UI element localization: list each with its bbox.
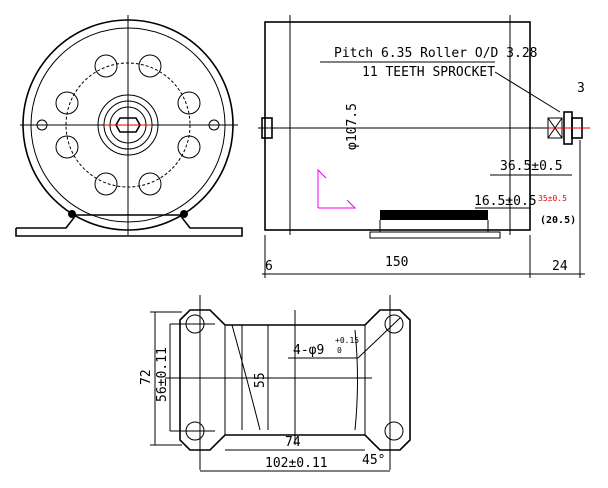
- dim-55: 55: [253, 372, 268, 388]
- angle-45: 45°: [362, 453, 385, 468]
- dim-20-5: (20.5): [540, 215, 576, 226]
- sprocket-teeth: 11 TEETH SPROCKET: [362, 65, 495, 80]
- dim-150: 150: [385, 255, 408, 270]
- sprocket-spec: Pitch 6.35 Roller O/D 3.28: [334, 46, 538, 61]
- dim-red: 35±0.5: [538, 194, 567, 203]
- dim-56: 56±0.11: [155, 347, 170, 402]
- holes-tol-lower: 0: [337, 346, 342, 355]
- holes-tol: +0.15: [335, 336, 359, 345]
- mounting-holes: [36, 54, 220, 196]
- dim-16-5: 16.5±0.5: [474, 194, 537, 209]
- front-view: [15, 15, 243, 237]
- dim-72: 72: [139, 369, 154, 385]
- dim-36-5: 36.5±0.5: [500, 159, 563, 174]
- dim-3: 3: [577, 81, 585, 96]
- dim-6: 6: [265, 259, 273, 274]
- dim-102: 102±0.11: [265, 456, 328, 471]
- diameter-label: φ107.5: [345, 103, 360, 150]
- dim-74: 74: [285, 435, 301, 450]
- dim-24: 24: [552, 259, 568, 274]
- holes-spec: 4-φ9: [293, 343, 324, 358]
- base-view: 4-φ9 +0.15 0 72 56±0.11 55 74 102±0.11 4…: [139, 295, 411, 472]
- side-view: Pitch 6.35 Roller O/D 3.28 11 TEETH SPRO…: [258, 15, 590, 278]
